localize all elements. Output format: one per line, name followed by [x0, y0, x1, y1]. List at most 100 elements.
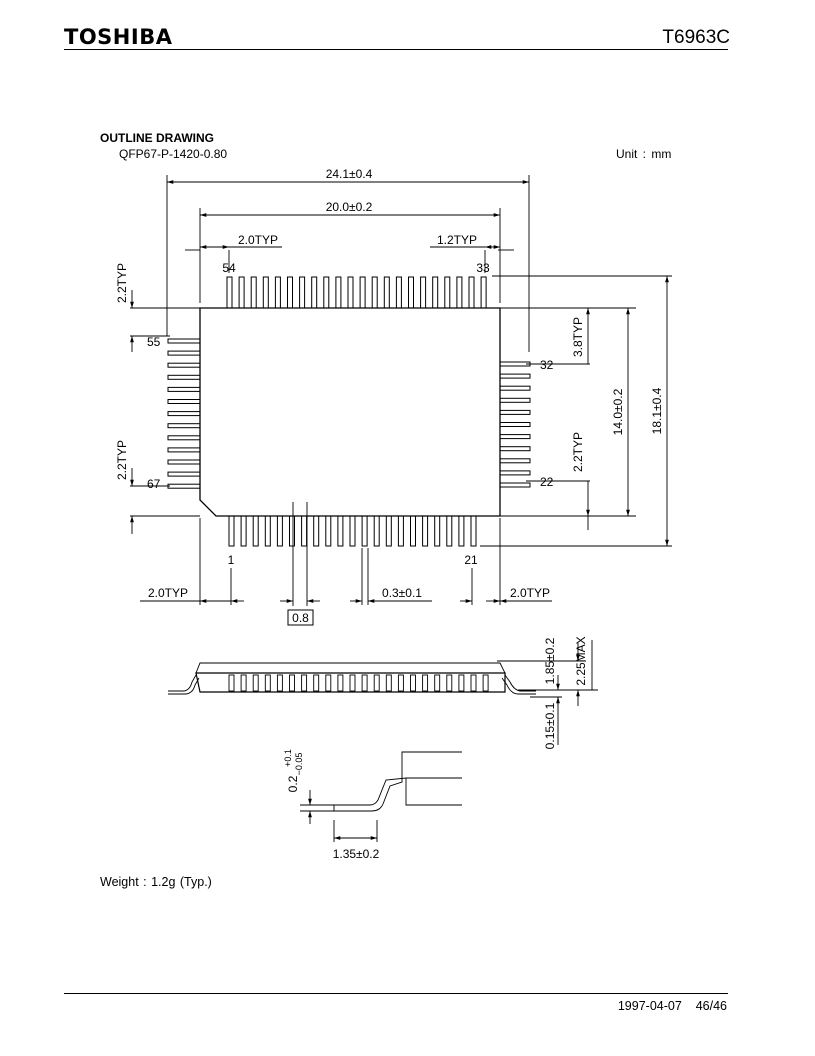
lead-right	[499, 434, 531, 440]
side-view-lead	[482, 674, 489, 692]
side-view-lead	[446, 674, 453, 692]
lead-right	[499, 409, 531, 415]
lead-top	[408, 276, 414, 309]
lead-left	[167, 399, 201, 404]
dim-lead-thickness-tol-plus: +0.1	[283, 749, 293, 767]
dim-lead-width: 0.3±0.1	[382, 586, 422, 600]
lead-top	[383, 276, 390, 309]
lead-left	[167, 374, 201, 380]
lead-bottom	[289, 515, 295, 547]
package-weight: Weight : 1.2g (Typ.)	[100, 875, 212, 889]
side-view-lead	[264, 674, 271, 692]
lead-bottom	[446, 515, 453, 547]
dim-lead-thickness-tol-minus: −0.05	[294, 753, 304, 776]
dim-body-thickness: 1.85±0.2	[543, 637, 557, 684]
lead-bottom	[458, 515, 465, 547]
lead-bottom	[228, 515, 235, 547]
lead-bottom	[313, 515, 320, 547]
pin-label-33: 33	[476, 261, 490, 275]
lead-top	[359, 276, 366, 309]
lead-left	[167, 447, 201, 453]
lead-top	[371, 276, 378, 309]
footer-rule	[64, 993, 728, 994]
side-view-lead	[240, 674, 247, 692]
lead-left	[167, 435, 201, 441]
lead-bottom	[373, 515, 380, 547]
dim-bottom-left-pitch: 2.0TYP	[148, 586, 188, 600]
side-view-lead	[470, 674, 477, 692]
side-view-lead	[252, 674, 259, 692]
pin-label-1: 1	[228, 553, 235, 567]
dim-lead-foot-length: 1.35±0.2	[333, 847, 380, 861]
lead-bottom	[470, 515, 477, 547]
lead-top	[311, 276, 318, 309]
dim-overall-height: 18.1±0.4	[650, 387, 664, 434]
lead-right	[499, 446, 531, 452]
side-view-lead	[337, 674, 344, 692]
lead-top	[395, 276, 402, 309]
dim-bottom-right-pitch: 2.0TYP	[510, 586, 550, 600]
pin-label-55: 55	[147, 335, 161, 349]
lead-top	[335, 276, 342, 309]
dim-top-pitch-left: 2.0TYP	[238, 233, 278, 247]
side-view-lead	[349, 674, 356, 692]
side-view-lead	[325, 674, 332, 692]
lead-top	[432, 276, 439, 309]
lead-bottom	[337, 515, 344, 547]
side-view-lead	[385, 674, 392, 692]
pin-pitch-box	[287, 609, 314, 626]
section-title: OUTLINE DRAWING	[100, 131, 214, 145]
lead-left	[167, 386, 201, 392]
lead-bottom	[434, 515, 441, 547]
dim-max-height: 2.25MAX	[574, 636, 588, 685]
lead-bottom	[410, 515, 416, 547]
lead-top	[420, 276, 427, 309]
pin-label-22: 22	[540, 475, 554, 489]
lead-right	[499, 373, 531, 379]
lead-left	[167, 362, 201, 368]
dim-left-bottom-offset: 2.2TYP	[115, 440, 129, 480]
lead-top	[299, 276, 306, 309]
header-rule	[64, 49, 728, 50]
lead-top	[468, 276, 475, 309]
lead-right	[499, 482, 531, 488]
lead-top	[323, 276, 330, 309]
lead-top	[250, 276, 257, 309]
lead-left	[167, 411, 201, 417]
dim-overall-width: 24.1±0.4	[326, 167, 373, 181]
side-view-lead	[301, 674, 308, 692]
dim-lead-thickness: 0.2	[286, 775, 300, 792]
dim-right-bottom-offset: 2.2TYP	[571, 432, 585, 472]
lead-top	[262, 276, 269, 309]
lead-top	[226, 276, 233, 309]
side-view-lead	[434, 674, 441, 692]
lead-bottom	[240, 515, 247, 547]
side-view-lead	[313, 674, 320, 692]
lead-bottom	[361, 515, 368, 547]
lead-left	[167, 338, 201, 344]
lead-left	[167, 483, 201, 489]
lead-bottom	[422, 515, 429, 547]
package-code: QFP67-P-1420-0.80	[119, 147, 228, 161]
pin-label-32: 32	[540, 358, 554, 372]
pin-label-67: 67	[147, 477, 161, 491]
lead-top	[238, 276, 245, 309]
side-view-lead	[458, 674, 465, 692]
dim-pin-pitch: 0.8	[292, 611, 309, 625]
dim-body-width: 20.0±0.2	[326, 200, 373, 214]
lead-bottom	[301, 515, 308, 547]
pin-label-21: 21	[464, 553, 478, 567]
lead-bottom	[264, 515, 271, 547]
footer-date: 1997-04-07	[617, 999, 682, 1013]
lead-left	[167, 459, 201, 465]
footer-page: 46/46	[695, 999, 727, 1013]
dim-right-top-offset: 3.8TYP	[571, 317, 585, 357]
side-view-lead	[422, 674, 429, 692]
lead-right	[499, 385, 531, 391]
lead-bottom	[252, 515, 259, 547]
lead-right	[499, 470, 531, 476]
lead-right	[499, 422, 531, 427]
side-view-lead	[373, 674, 380, 692]
lead-left	[167, 471, 201, 477]
